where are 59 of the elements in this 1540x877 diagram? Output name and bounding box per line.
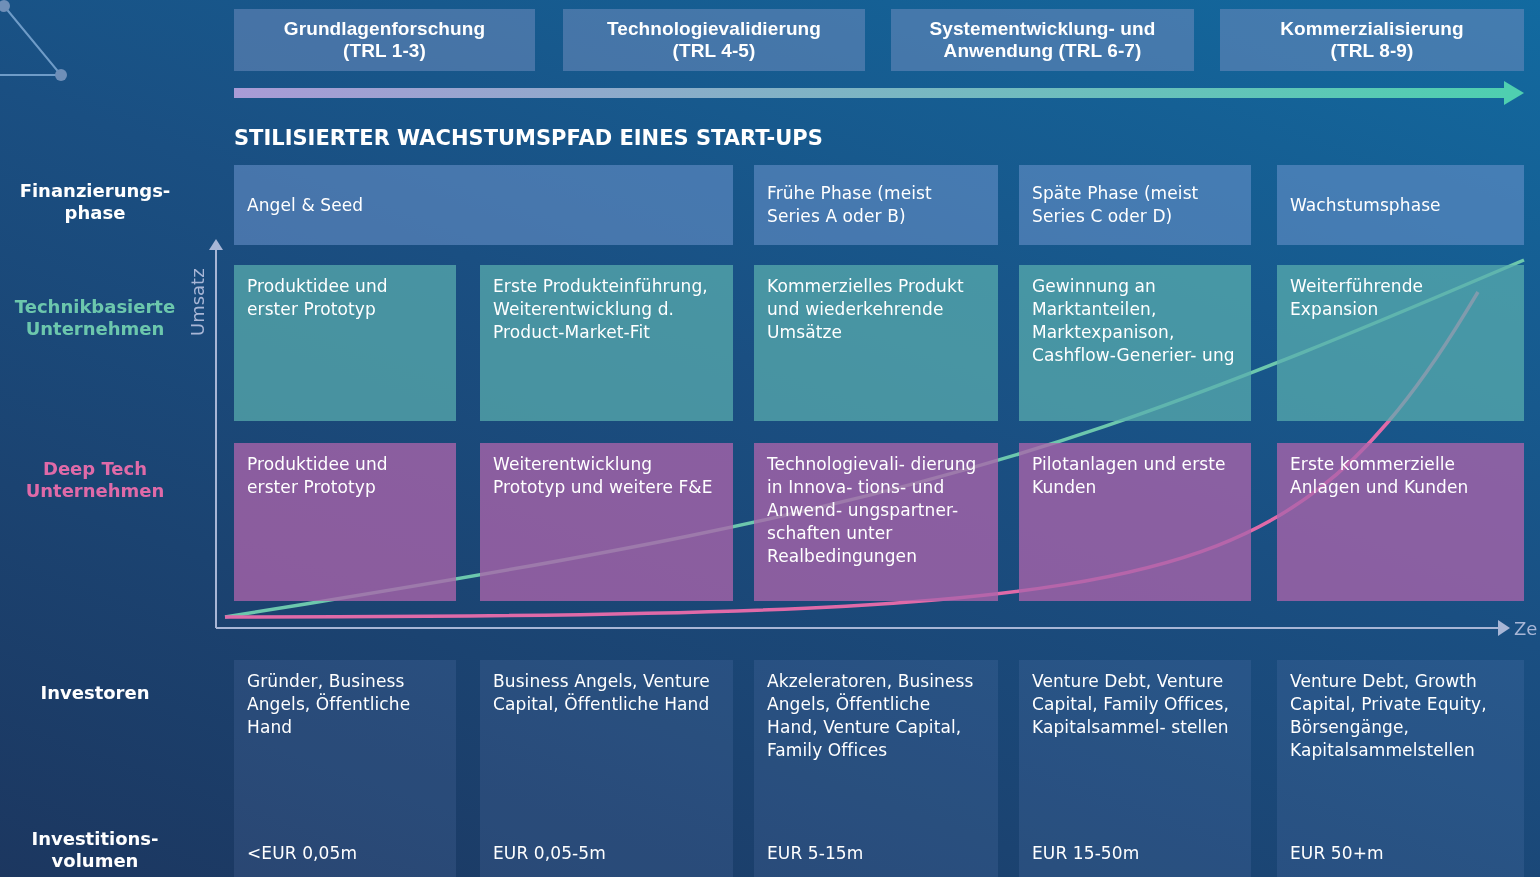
stage-title: Grundlagenforschung (TRL 1-3) [282,18,487,62]
deep-tech-box [754,443,998,601]
description-text: Angel & Seed [247,193,364,217]
investor-list: Akzeleratoren, Business Angels, Öffentliche Hand, Venture Capital, Family Offices [767,670,985,762]
description-text: Pilotanlagen und erste Kunden [1032,453,1227,499]
tech-company-box [480,265,733,421]
stage-header-box [891,9,1194,71]
investor-box [754,660,998,877]
axis-label: Ze [1514,618,1539,640]
investment-amount: EUR 50+m [1290,842,1384,865]
tech-company-box [754,265,998,421]
stage-title: Technologievalidierung (TRL 4-5) [605,18,822,62]
description-text: Erste kommerzielle Anlagen und Kunden [1290,453,1470,499]
investor-box [480,660,733,877]
investment-amount: EUR 15-50m [1032,842,1140,865]
stage-header-box [563,9,865,71]
row-label: Finanzierungs- phase [18,180,172,224]
stage-title: Systementwicklung- und Anwendung (TRL 6-7) [929,18,1156,62]
investment-amount: EUR 5-15m [767,842,864,865]
description-text: Produktidee und erster Prototyp [247,453,389,499]
stage-header-box [1220,9,1524,71]
description-text: Gewinnung an Marktanteilen, Marktexpanison, Cashflow-Generier- ung [1032,275,1236,367]
description-text: Technologievali- dierung in Innova- tions- und Anwend- ungspartner- schaften unter Realbedingungen [767,453,978,568]
description-text: Kommerzielles Produkt und wiederkehrende Umsätze [767,275,965,344]
description-text: Frühe Phase (meist Series A oder B) [767,182,933,228]
investor-box [1277,660,1524,877]
investor-list: Business Angels, Venture Capital, Öffentliche Hand [493,670,720,716]
description-text: Weiterentwicklung Prototyp und weitere F&E [493,453,714,499]
investor-box [1019,660,1251,877]
row-label: Investoren [39,682,151,704]
deep-tech-box [480,443,733,601]
funding-phase-box [754,165,998,245]
row-label: Deep Tech Unternehmen [24,458,166,502]
investor-box [234,660,456,877]
description-text: Erste Produkteinführung, Weiterentwicklung d. Product-Market-Fit [493,275,709,344]
tech-company-box [1019,265,1251,421]
funding-phase-box [1277,165,1524,245]
description-text: Späte Phase (meist Series C oder D) [1032,182,1200,228]
row-label: Investitions- volumen [30,828,160,872]
tech-company-box [1277,265,1524,421]
axis-label: Umsatz [187,268,209,336]
investment-amount: <EUR 0,05m [247,842,358,865]
description-text: Wachstumsphase [1290,193,1441,217]
description-text: Produktidee und erster Prototyp [247,275,389,321]
description-text: Weiterführende Expansion [1290,275,1425,321]
investment-amount: EUR 0,05-5m [493,842,606,865]
row-label: Technikbasierte Unternehmen [13,296,177,340]
tech-company-box [234,265,456,421]
deep-tech-box [1277,443,1524,601]
stage-title: Kommerzialisierung (TRL 8-9) [1279,18,1465,62]
investor-list: Venture Debt, Venture Capital, Family Offices, Kapitalsammel- stellen [1032,670,1238,739]
funding-phase-box [1019,165,1251,245]
investor-list: Venture Debt, Growth Capital, Private Equity, Börsengänge, Kapitalsammelstellen [1290,670,1511,762]
deep-tech-box [1019,443,1251,601]
funding-phase-box [234,165,733,245]
stage-header-box [234,9,535,71]
investor-list: Gründer, Business Angels, Öffentliche Hand [247,670,443,739]
deep-tech-box [234,443,456,601]
title: STILISIERTER WACHSTUMSPFAD EINES START-UPS [234,127,823,149]
